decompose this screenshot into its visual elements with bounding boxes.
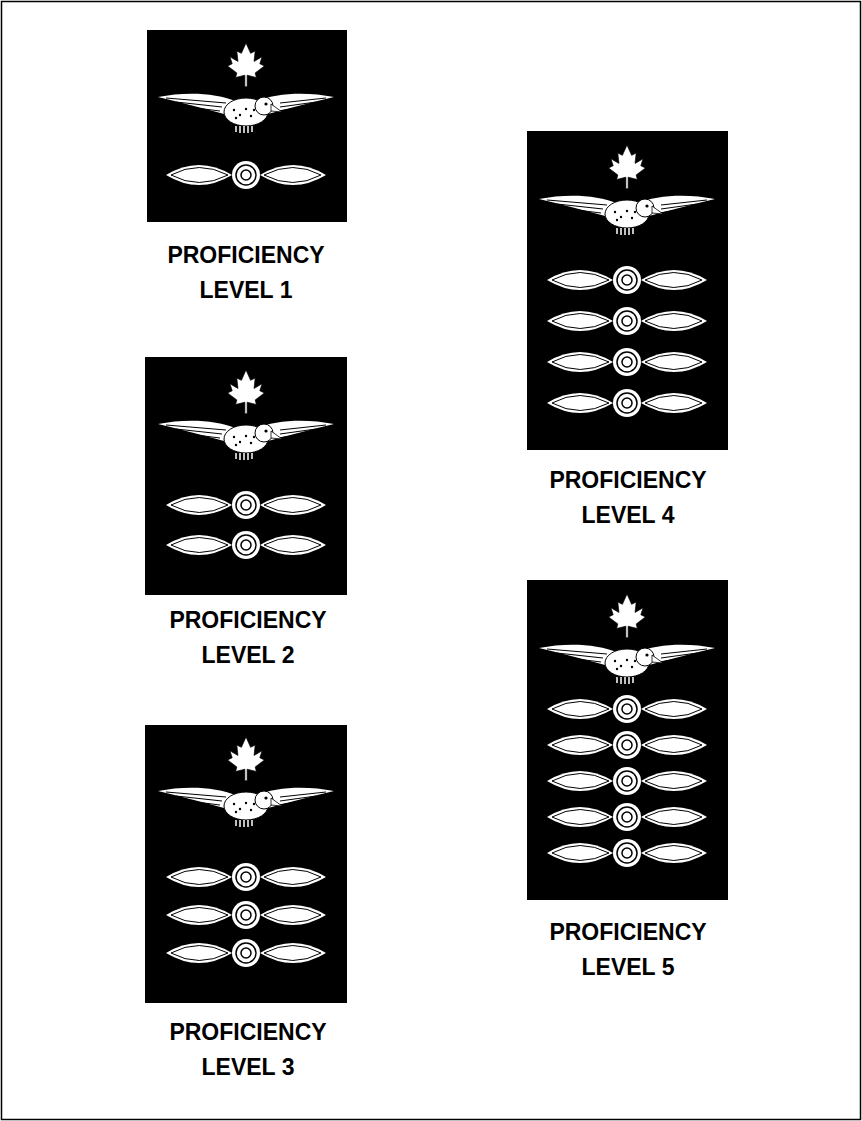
badge-caption: PROFICIENCY LEVEL 5 — [528, 915, 728, 985]
badge-caption: PROFICIENCY LEVEL 1 — [146, 238, 346, 308]
badge-caption: PROFICIENCY LEVEL 2 — [148, 603, 348, 673]
badge-caption: PROFICIENCY LEVEL 4 — [528, 463, 728, 533]
badge-caption: PROFICIENCY LEVEL 3 — [148, 1015, 348, 1085]
